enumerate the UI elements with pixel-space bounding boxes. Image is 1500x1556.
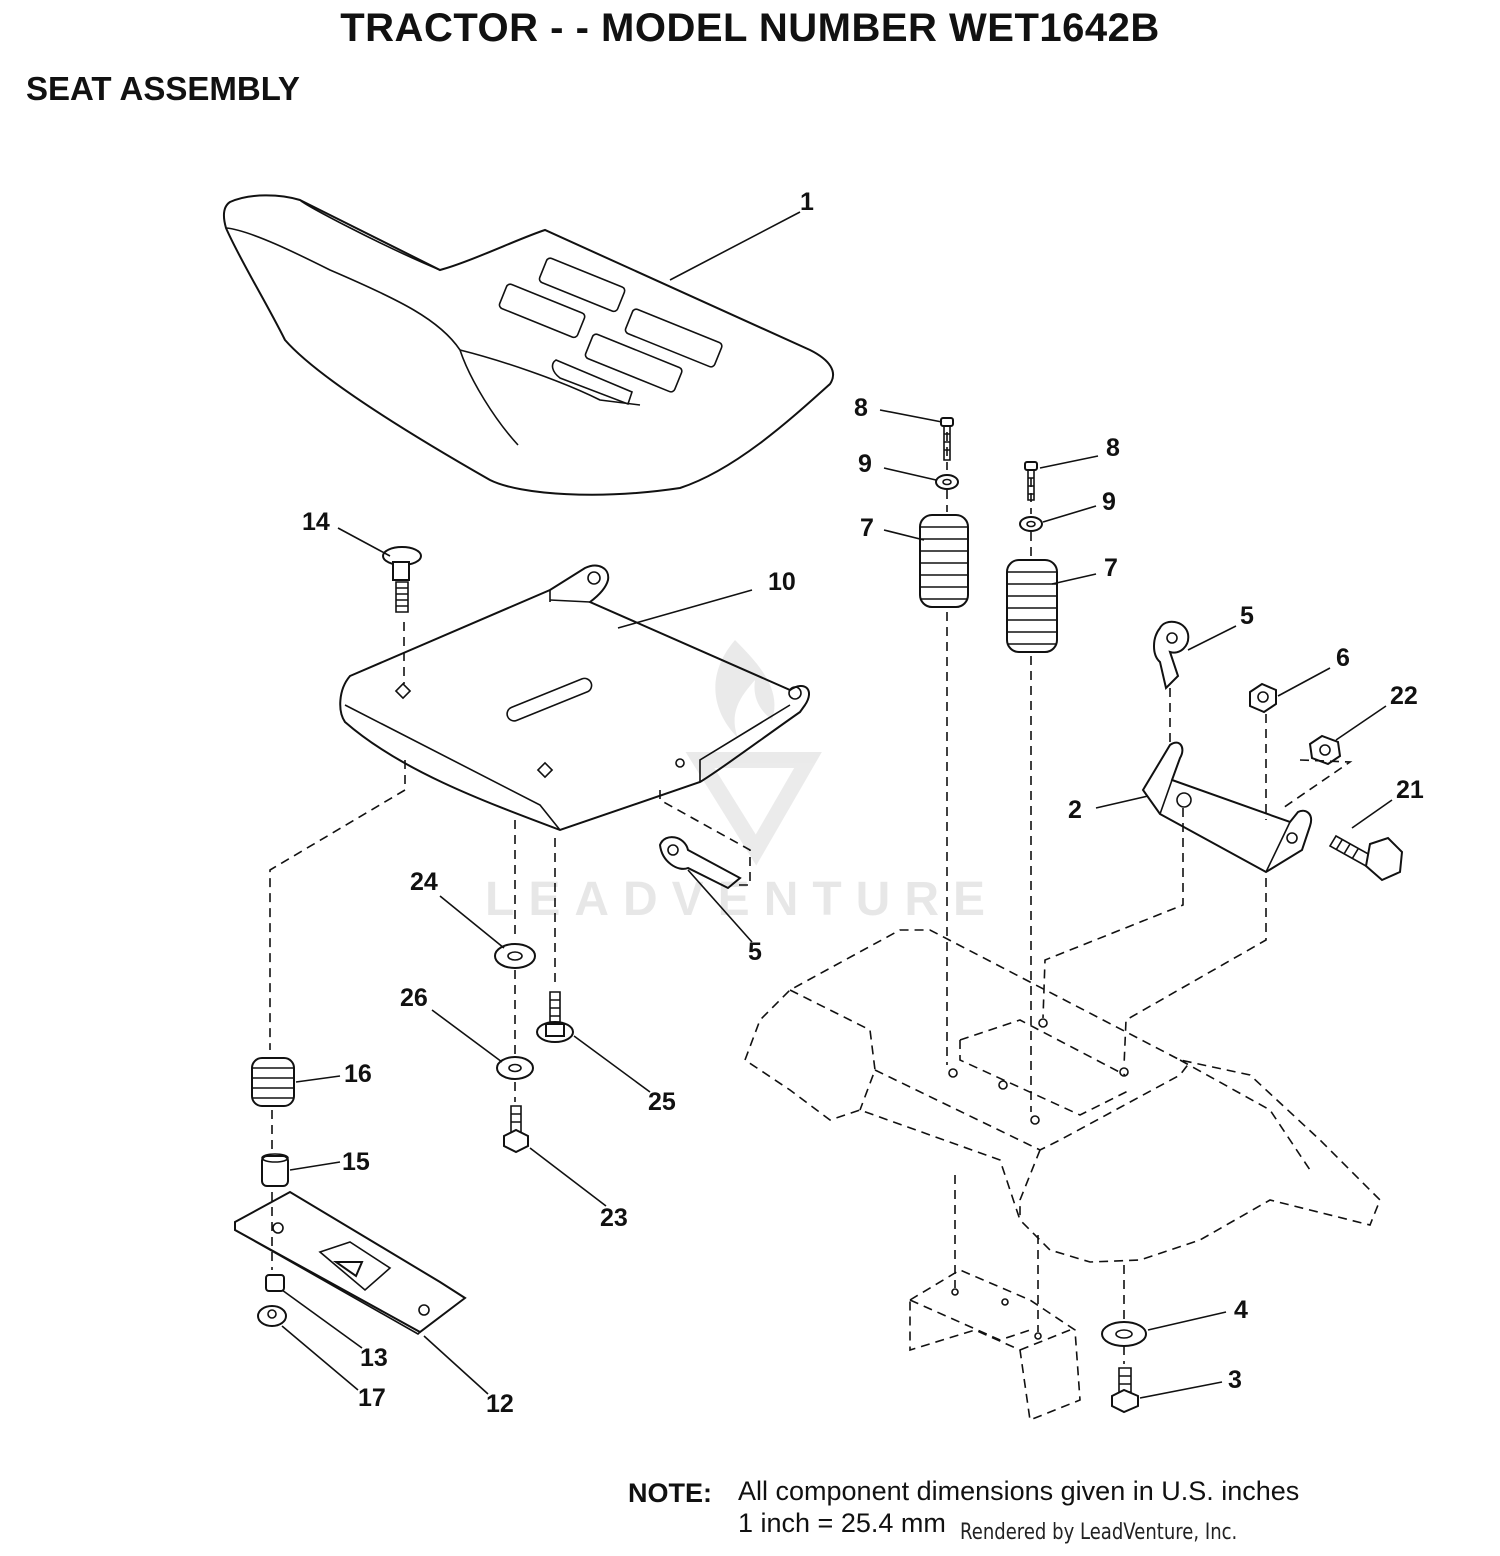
flange-bolt-part-25 (536, 991, 574, 1043)
washer-part-4 (1101, 1321, 1147, 1347)
callout-3: 3 (1228, 1366, 1242, 1394)
bolt-part-3 (1111, 1367, 1139, 1414)
washer-part-9a (935, 474, 959, 490)
callout-5-upper: 5 (1240, 602, 1254, 630)
callout-25: 25 (648, 1088, 676, 1116)
seat-pan-part (339, 564, 810, 832)
callout-14: 14 (302, 508, 330, 536)
bolt-part-23 (503, 1105, 529, 1154)
nut-part-6 (1249, 682, 1277, 714)
callout-26: 26 (400, 984, 428, 1012)
callout-17: 17 (358, 1384, 386, 1412)
callout-8-left: 8 (854, 394, 868, 422)
spring-part-right (1006, 559, 1058, 653)
callout-5-lower: 5 (748, 938, 762, 966)
callout-23: 23 (600, 1204, 628, 1232)
callout-12: 12 (486, 1390, 514, 1418)
note-label: NOTE: (628, 1478, 712, 1508)
leader-lines (281, 211, 1393, 1399)
watermark-text: LEADVENTURE (485, 873, 1000, 926)
nut-part-13 (265, 1274, 285, 1292)
page-title: TRACTOR - - MODEL NUMBER WET1642B (340, 6, 1160, 50)
callout-10: 10 (768, 568, 796, 596)
washer-part-26 (496, 1056, 534, 1080)
callout-13: 13 (360, 1344, 388, 1372)
callout-1: 1 (800, 188, 814, 216)
clip-part-5b (658, 836, 742, 890)
callout-8-right: 8 (1106, 434, 1120, 462)
carriage-bolt-part (382, 546, 422, 613)
seat-part (222, 194, 835, 496)
callout-21: 21 (1396, 776, 1424, 804)
callout-7-left: 7 (860, 514, 874, 542)
spacer-part-15 (261, 1153, 289, 1187)
callout-2: 2 (1068, 796, 1082, 824)
callout-7-right: 7 (1104, 554, 1118, 582)
assembly-guide-lines (269, 432, 1353, 1364)
callout-15: 15 (342, 1148, 370, 1176)
note-line-1: All component dimensions given in U.S. i… (738, 1476, 1300, 1506)
callout-9-right: 9 (1102, 488, 1116, 516)
nut-part-22 (1308, 734, 1342, 766)
callout-9-left: 9 (858, 450, 872, 478)
spring-part-16 (251, 1057, 295, 1107)
callout-16: 16 (344, 1060, 372, 1088)
spring-part-left (919, 514, 969, 608)
rendered-by-credit: Rendered by LeadVenture, Inc. (960, 1520, 1238, 1545)
flange-nut-part-17 (257, 1305, 287, 1327)
callout-6: 6 (1336, 644, 1350, 672)
note-line-2: 1 inch = 25.4 mm (738, 1508, 946, 1538)
clip-part-5a (1153, 620, 1190, 690)
tractor-fender-outline (744, 929, 1381, 1422)
bolt-part-8a (940, 417, 954, 461)
callout-24: 24 (410, 868, 438, 896)
bracket-part (1141, 741, 1312, 874)
washer-part-24 (494, 943, 536, 969)
plate-part-12 (234, 1190, 467, 1335)
callout-4: 4 (1234, 1296, 1248, 1324)
section-title: SEAT ASSEMBLY (26, 70, 300, 107)
washer-part-9b (1019, 516, 1043, 532)
bolt-part-21 (1328, 834, 1404, 882)
callout-22: 22 (1390, 682, 1418, 710)
